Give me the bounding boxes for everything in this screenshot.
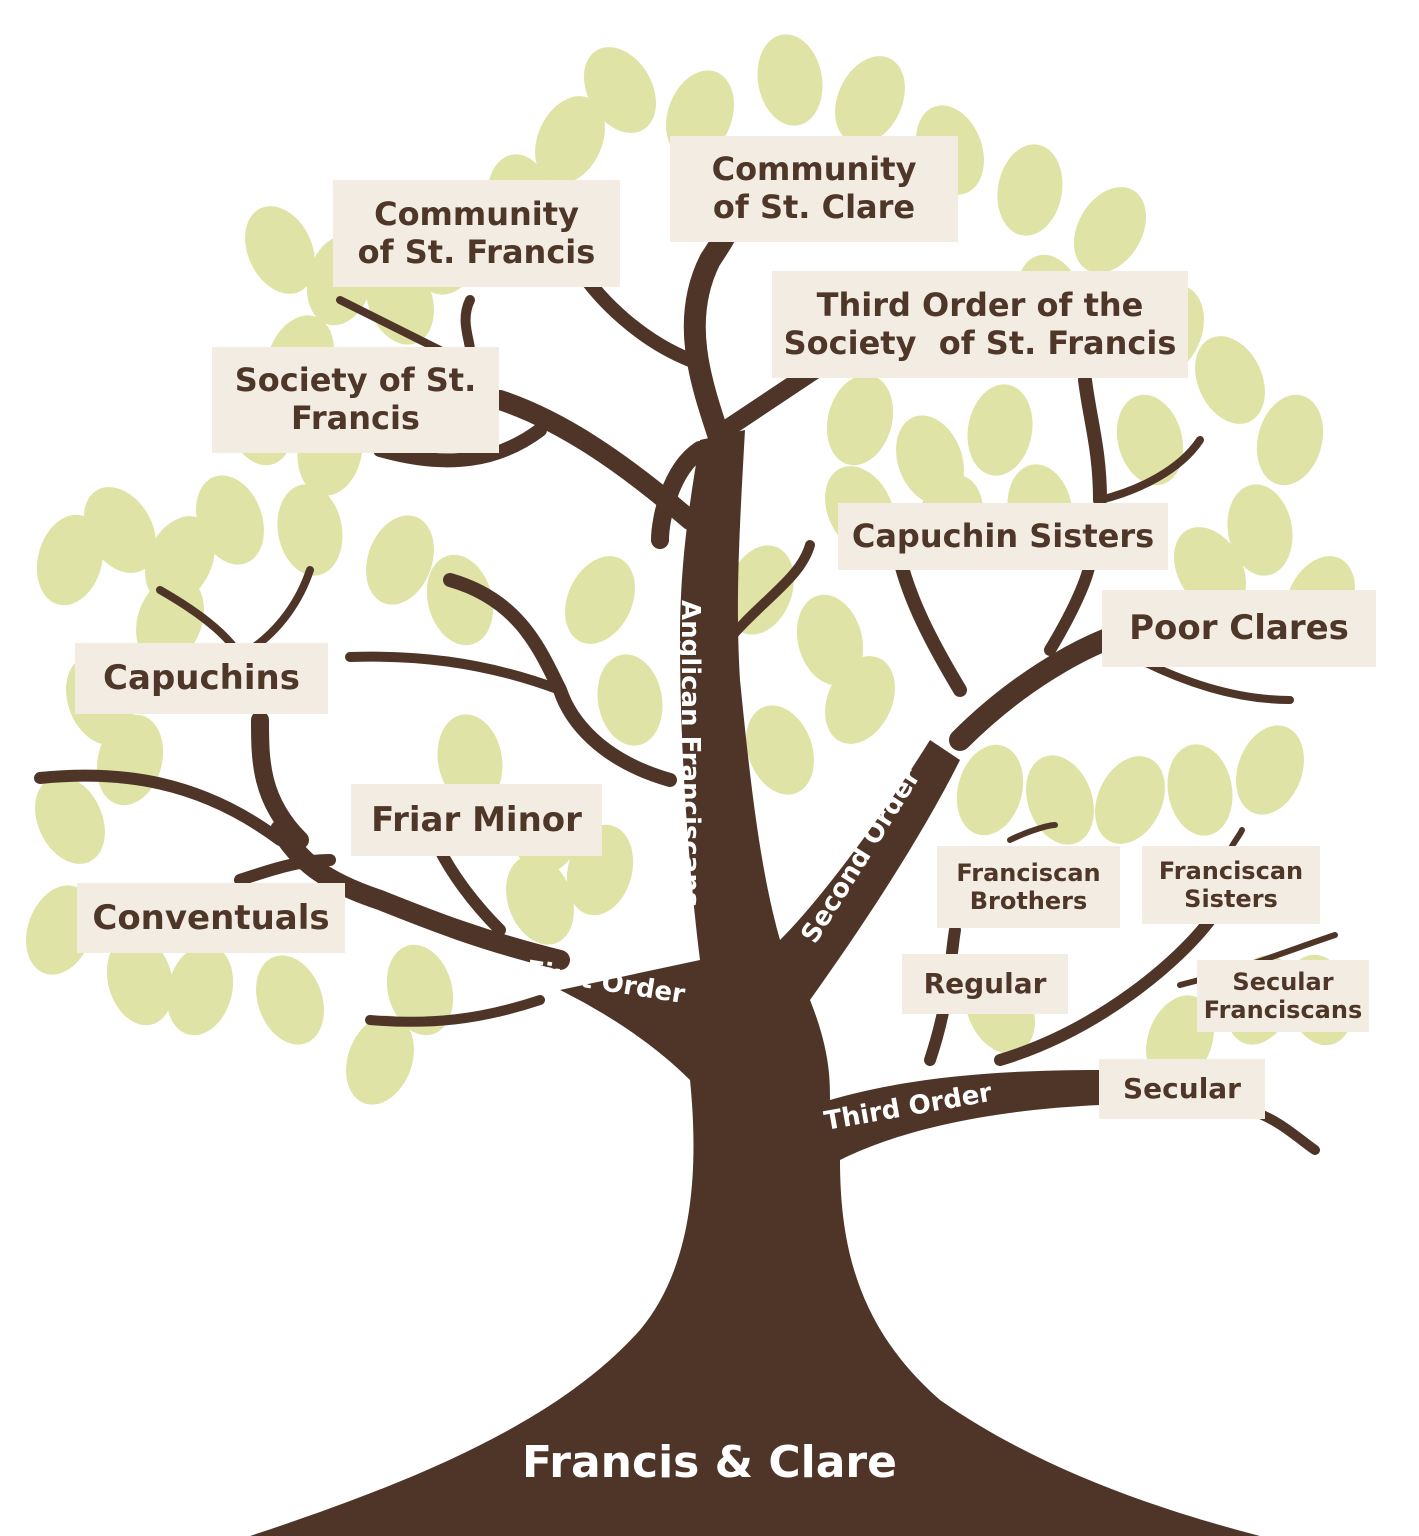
- leaf: [1116, 394, 1184, 486]
- leaf: [583, 47, 657, 133]
- label-franciscan-sisters: Franciscan Sisters: [1142, 846, 1320, 924]
- leaf: [386, 944, 454, 1036]
- label-text: Brothers: [969, 887, 1088, 915]
- leaf: [106, 934, 174, 1026]
- label-text: Third Order of the: [816, 285, 1144, 324]
- label-text: Community: [711, 150, 917, 189]
- leaf: [166, 944, 234, 1036]
- label-text: of St. Clare: [712, 188, 916, 226]
- leaf: [506, 855, 574, 945]
- leaf: [245, 206, 315, 294]
- label-text: Society of St.: [234, 361, 477, 400]
- label-text: Franciscans: [1203, 996, 1363, 1024]
- label-community-st-francis: Community of St. Francis: [333, 180, 620, 287]
- leaf: [426, 554, 494, 646]
- leaf: [746, 705, 814, 795]
- label-text: Community: [374, 194, 579, 233]
- leaf: [1073, 187, 1147, 273]
- leaf: [967, 384, 1033, 476]
- label-text: Sisters: [1184, 885, 1278, 913]
- leaf: [1167, 744, 1233, 836]
- leaf: [437, 714, 503, 806]
- leaf: [956, 744, 1024, 836]
- leaf: [1256, 394, 1324, 486]
- label-capuchins: Capuchins: [75, 643, 328, 714]
- leaf: [1195, 336, 1265, 424]
- label-text: Poor Clares: [1129, 608, 1349, 649]
- leaf: [366, 515, 434, 605]
- leaf: [597, 654, 663, 746]
- leaf: [997, 144, 1063, 236]
- leaf: [796, 594, 864, 686]
- label-text: Francis: [291, 399, 420, 437]
- leaf: [1227, 484, 1293, 576]
- label-text: Capuchins: [103, 658, 300, 699]
- label-conventuals: Conventuals: [77, 883, 345, 953]
- leaf: [36, 514, 104, 606]
- leaf: [136, 575, 204, 665]
- root-title: Francis & Clare: [522, 1437, 897, 1488]
- leaf: [826, 374, 894, 466]
- label-capuchin-sisters: Capuchin Sisters: [838, 503, 1168, 570]
- label-third-order-ssf: Third Order of the Society of St. Franci…: [772, 271, 1188, 378]
- leaf: [256, 955, 324, 1045]
- label-regular: Regular: [902, 954, 1068, 1014]
- label-text: Franciscan: [1158, 856, 1304, 885]
- label-community-st-clare: Community of St. Clare: [670, 136, 958, 242]
- label-secular: Secular: [1099, 1059, 1265, 1119]
- leaf: [1095, 756, 1165, 844]
- leaf: [757, 34, 823, 126]
- leaf: [726, 545, 794, 635]
- leaf: [277, 484, 343, 576]
- leaf: [26, 885, 94, 975]
- label-text: Secular: [1232, 967, 1334, 996]
- label-friar-minor: Friar Minor: [351, 784, 602, 856]
- label-text: of St. Francis: [357, 232, 596, 271]
- leaf: [565, 556, 635, 644]
- label-secular-franciscans: Secular Franciscans: [1197, 960, 1369, 1032]
- label-text: Capuchin Sisters: [851, 516, 1155, 555]
- leaf: [346, 1015, 414, 1105]
- label-text: Society of St. Francis: [783, 323, 1177, 362]
- label-franciscan-brothers: Franciscan Brothers: [937, 846, 1120, 928]
- branch-label-anglican: Anglican Franciscans: [675, 600, 705, 907]
- leaf: [1026, 755, 1094, 845]
- leaf: [835, 56, 905, 144]
- label-text: Friar Minor: [371, 799, 582, 840]
- label-text: Secular: [1123, 1072, 1241, 1106]
- label-poor-clares: Poor Clares: [1102, 590, 1376, 667]
- label-text: Regular: [923, 967, 1047, 1001]
- leaf: [535, 96, 605, 184]
- trunk-shape: [250, 430, 1260, 1536]
- leaf: [35, 776, 105, 864]
- leaf: [1236, 725, 1304, 815]
- label-text: Conventuals: [92, 897, 330, 938]
- label-society-st-francis: Society of St. Francis: [212, 347, 499, 453]
- label-text: Franciscan: [956, 858, 1101, 887]
